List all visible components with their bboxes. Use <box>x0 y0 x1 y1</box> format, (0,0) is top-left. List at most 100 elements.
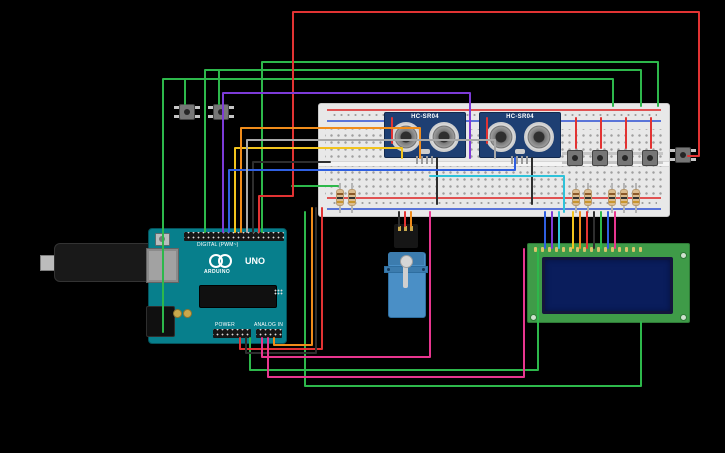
lcd-pin-16[interactable] <box>639 247 642 252</box>
button-leg <box>633 152 638 155</box>
pushbutton-3[interactable] <box>562 150 588 166</box>
button-leg <box>562 161 567 164</box>
servo-pin[interactable] <box>410 226 413 231</box>
button-leg <box>587 152 592 155</box>
resistor-band <box>573 193 579 195</box>
button-leg <box>612 161 617 164</box>
wire-7[interactable] <box>249 248 539 371</box>
arduino-analog-header[interactable] <box>256 329 282 338</box>
resistor-6[interactable] <box>620 183 628 213</box>
resistor-3[interactable] <box>572 183 580 213</box>
resistor-band <box>349 193 355 195</box>
button-plunger <box>680 152 686 158</box>
sensor-pins[interactable] <box>416 156 433 164</box>
button-plunger <box>184 109 190 115</box>
servo-pin[interactable] <box>404 226 407 231</box>
usb-cable[interactable] <box>40 242 150 282</box>
lcd-pin-9[interactable] <box>590 247 593 252</box>
lcd-pin-2[interactable] <box>541 247 544 252</box>
pushbutton-1[interactable] <box>174 104 200 120</box>
pushbutton-4[interactable] <box>587 150 613 166</box>
resistor-band <box>573 197 579 199</box>
wire-2[interactable] <box>204 69 642 233</box>
resistor-body <box>608 189 616 206</box>
button-plunger <box>597 155 603 161</box>
wire-39[interactable] <box>246 139 496 233</box>
resistor-band <box>337 193 343 195</box>
resistor-band <box>585 193 591 195</box>
lcd-pin-14[interactable] <box>625 247 628 252</box>
wire-26[interactable] <box>234 147 403 233</box>
resistor-7[interactable] <box>632 183 640 213</box>
wire-40[interactable] <box>261 211 431 358</box>
button-leg <box>670 149 675 152</box>
lcd-pin-5[interactable] <box>562 247 565 252</box>
usb-plug-body <box>54 243 150 282</box>
arduino-brand-text: ARDUINO <box>204 269 231 275</box>
ultrasonic-sensor-hc-sr04-1[interactable]: HC-SR04 <box>384 112 466 164</box>
resistor-5[interactable] <box>608 183 616 213</box>
pushbutton-5[interactable] <box>612 150 638 166</box>
lcd-mounting-hole <box>680 252 687 259</box>
button-leg <box>691 149 696 152</box>
button-leg <box>208 106 213 109</box>
lcd-pin-row[interactable] <box>534 247 642 252</box>
wire-10[interactable] <box>258 11 700 233</box>
arduino-analog-label: ANALOG IN <box>254 322 284 328</box>
sensor-label: HC-SR04 <box>411 114 439 120</box>
wire-20[interactable] <box>252 161 331 233</box>
lcd-pin-11[interactable] <box>604 247 607 252</box>
servo-connector[interactable] <box>394 224 418 248</box>
resistor-band <box>621 193 627 195</box>
button-leg <box>608 161 613 164</box>
ultrasonic-sensor-hc-sr04-2[interactable]: HC-SR04 <box>479 112 561 164</box>
logo-circle-right <box>218 254 232 268</box>
wire-41[interactable] <box>267 248 525 378</box>
lcd-pin-13[interactable] <box>618 247 621 252</box>
lcd-16x2-display[interactable] <box>527 243 690 323</box>
pushbutton-6[interactable] <box>637 150 663 166</box>
button-leg <box>637 161 642 164</box>
arduino-digital-header[interactable] <box>184 232 284 241</box>
lcd-pin-7[interactable] <box>576 247 579 252</box>
resistor-body <box>348 189 356 206</box>
arduino-power-header[interactable] <box>213 329 251 338</box>
lcd-pin-10[interactable] <box>597 247 600 252</box>
wire-1[interactable] <box>162 78 614 333</box>
lcd-pin-3[interactable] <box>548 247 551 252</box>
wire-24[interactable] <box>245 207 317 354</box>
resistor-band <box>573 201 579 203</box>
wire-11[interactable] <box>239 207 323 350</box>
lcd-mounting-hole <box>530 314 537 321</box>
wire-28[interactable] <box>240 127 421 233</box>
lcd-pin-15[interactable] <box>632 247 635 252</box>
lcd-pin-12[interactable] <box>611 247 614 252</box>
resistor-body <box>584 189 592 206</box>
arduino-model-text: UNO <box>245 256 265 266</box>
lcd-pin-8[interactable] <box>583 247 586 252</box>
resistor-band <box>609 193 615 195</box>
micro-servo[interactable] <box>384 224 428 320</box>
resistor-body <box>632 189 640 206</box>
resistor-body <box>336 189 344 206</box>
wire-31[interactable] <box>273 207 313 346</box>
breadboard-bottom-rail-holes[interactable] <box>331 200 657 206</box>
button-plunger <box>218 109 224 115</box>
sensor-pins[interactable] <box>511 156 528 164</box>
servo-horn-hub[interactable] <box>400 255 413 268</box>
lcd-pin-6[interactable] <box>569 247 572 252</box>
lcd-pin-4[interactable] <box>555 247 558 252</box>
wire-6[interactable] <box>304 211 642 387</box>
resistor-1[interactable] <box>336 183 344 213</box>
lcd-pin-1[interactable] <box>534 247 537 252</box>
arduino-power-label: POWER <box>215 322 235 328</box>
wire-34[interactable] <box>228 157 516 233</box>
wire-32[interactable] <box>222 92 471 233</box>
resistor-2[interactable] <box>348 183 356 213</box>
servo-pin[interactable] <box>398 226 401 231</box>
breadboard-top-rail-positive <box>327 109 661 111</box>
wire-37[interactable] <box>429 175 565 213</box>
resistor-band <box>609 201 615 203</box>
pushbutton-2[interactable] <box>208 104 234 120</box>
resistor-4[interactable] <box>584 183 592 213</box>
